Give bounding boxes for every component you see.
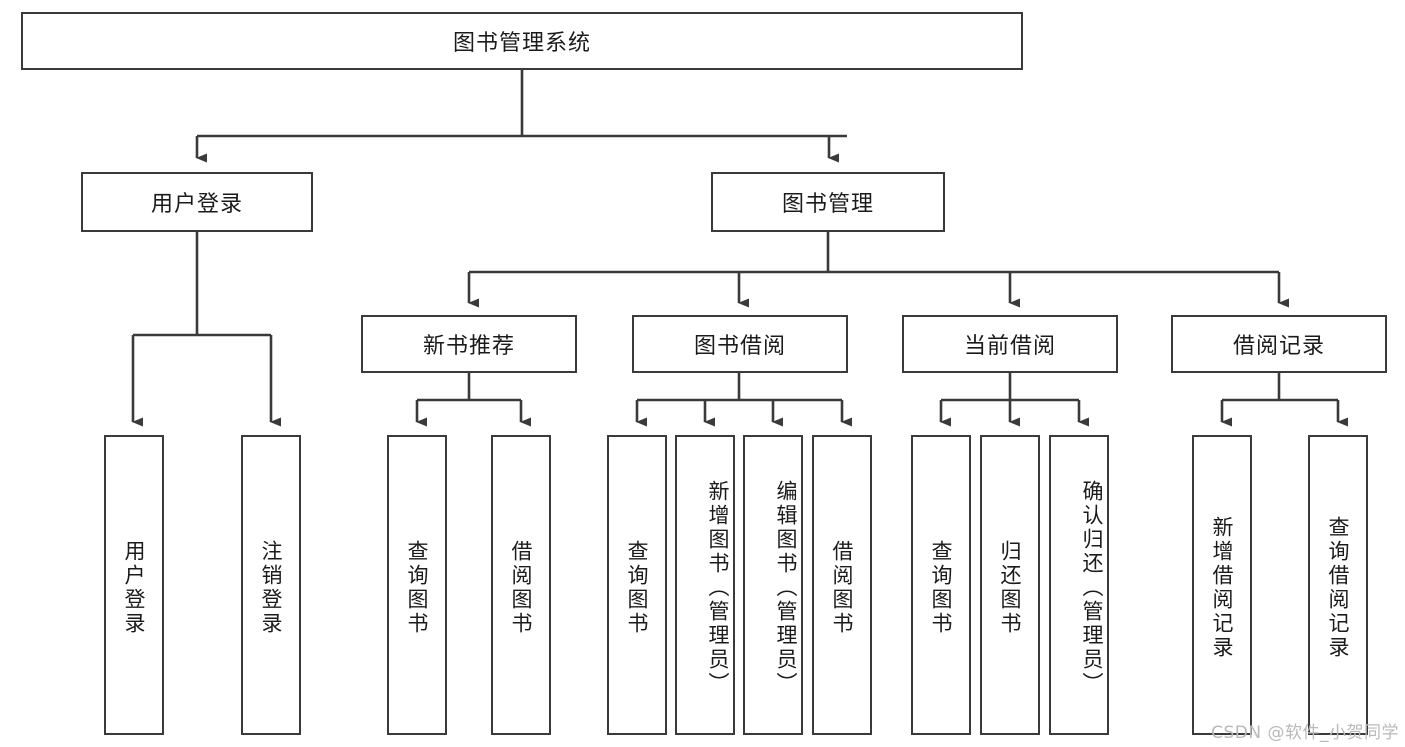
leaf-newbook-borrow[interactable]: 借阅图书	[491, 435, 551, 735]
leaf-user-login[interactable]: 用户登录	[104, 435, 164, 735]
node-borrow-records[interactable]: 借阅记录	[1171, 315, 1387, 373]
leaf-records-query[interactable]: 查询借阅记录	[1308, 435, 1368, 735]
leaf-borrow-edit-book[interactable]: 编辑图书（管理员）	[743, 435, 803, 735]
watermark-credit: CSDN @软件_小贺同学	[1211, 723, 1399, 743]
leaf-current-query[interactable]: 查询图书	[911, 435, 971, 735]
node-current-borrow[interactable]: 当前借阅	[902, 315, 1118, 373]
leaf-borrow-add-book[interactable]: 新增图书（管理员）	[675, 435, 735, 735]
node-new-book-recommend[interactable]: 新书推荐	[361, 315, 577, 373]
node-book-borrow[interactable]: 图书借阅	[632, 315, 848, 373]
leaf-current-return[interactable]: 归还图书	[980, 435, 1040, 735]
leaf-newbook-query[interactable]: 查询图书	[387, 435, 447, 735]
node-user-login[interactable]: 用户登录	[81, 172, 313, 232]
node-root[interactable]: 图书管理系统	[21, 12, 1023, 70]
leaf-user-logout[interactable]: 注销登录	[241, 435, 301, 735]
leaf-borrow-query[interactable]: 查询图书	[607, 435, 667, 735]
leaf-records-add[interactable]: 新增借阅记录	[1192, 435, 1252, 735]
leaf-current-confirm-return[interactable]: 确认归还（管理员）	[1049, 435, 1109, 735]
leaf-borrow-borrow-book[interactable]: 借阅图书	[812, 435, 872, 735]
node-book-management[interactable]: 图书管理	[711, 172, 945, 232]
